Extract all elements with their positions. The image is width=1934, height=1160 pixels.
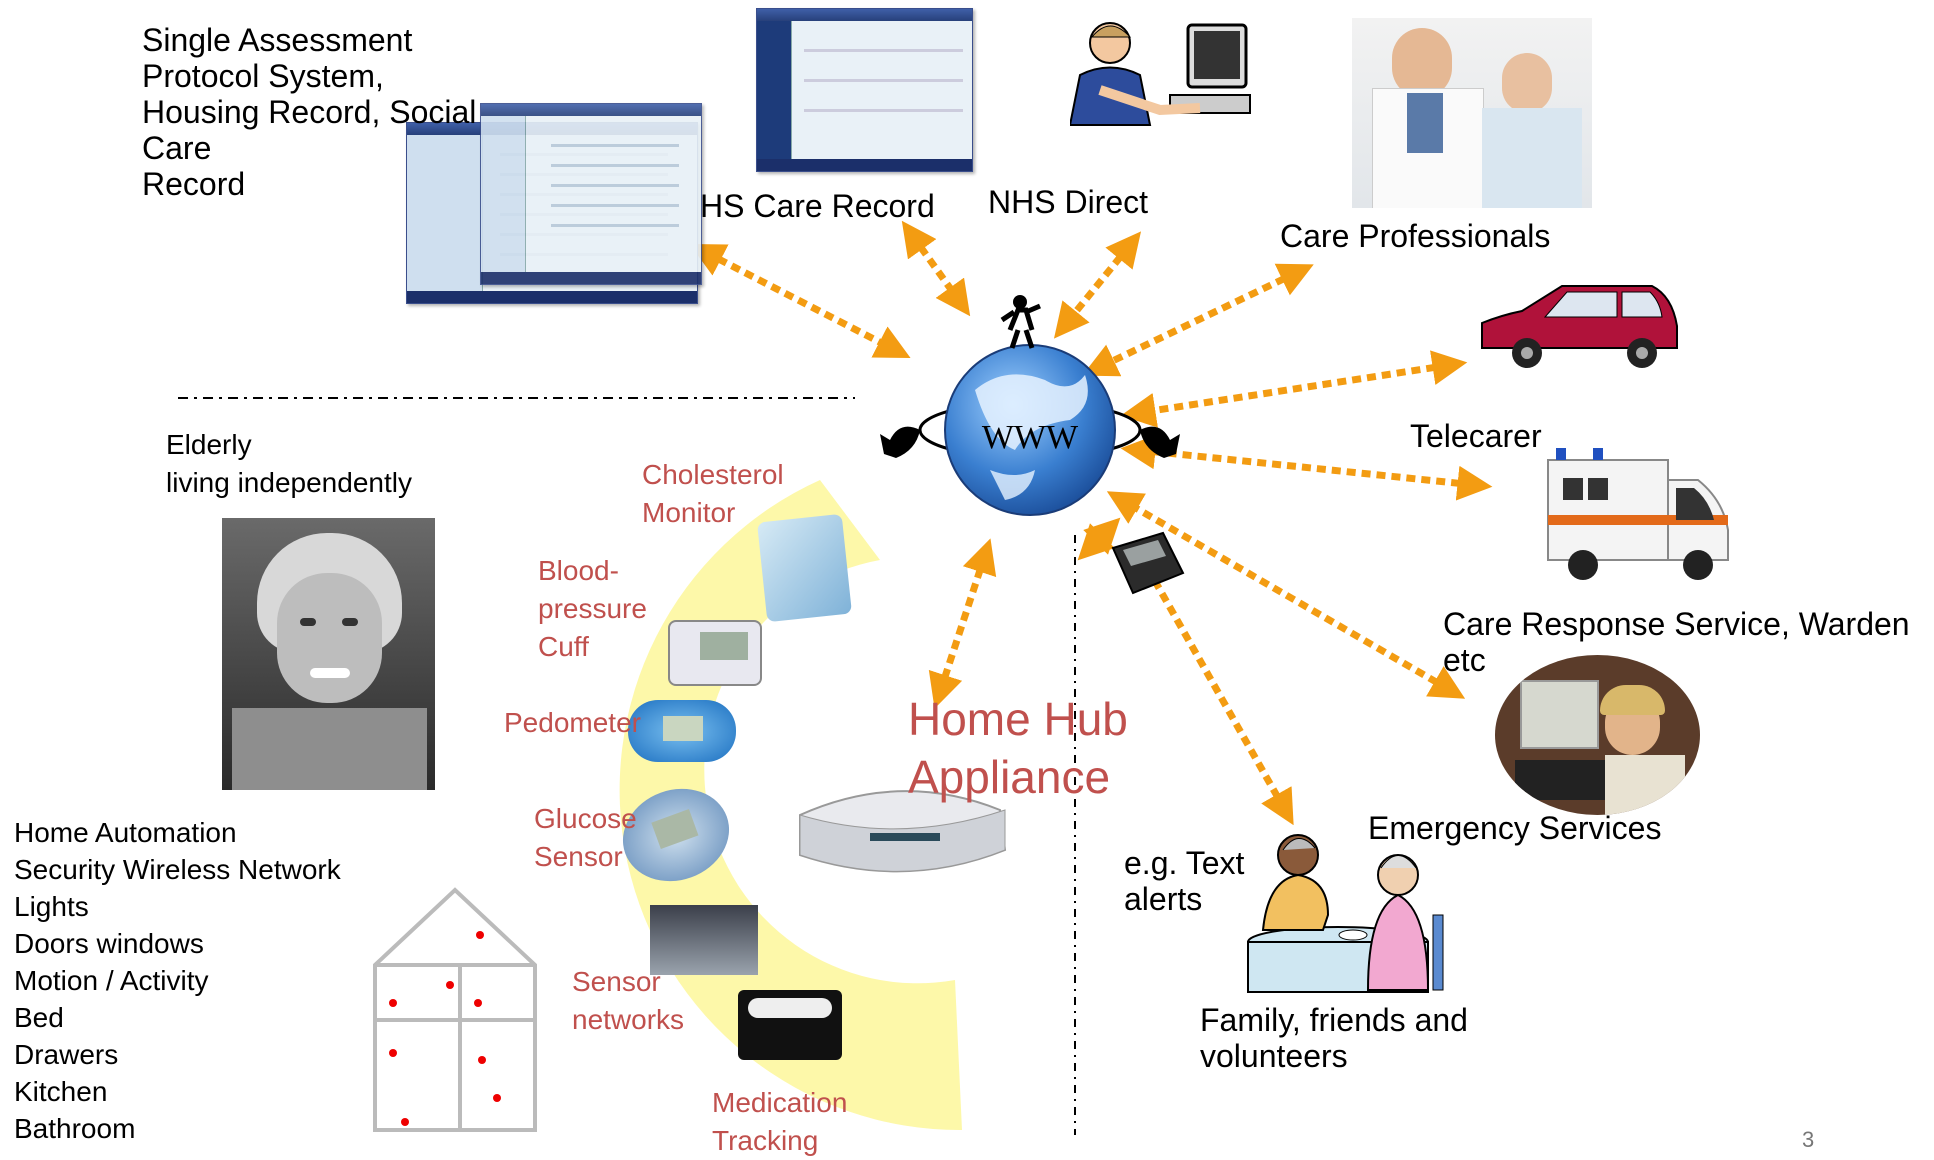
arrow-to-emergency — [1106, 491, 1466, 699]
blood-pressure-label: Blood- pressure Cuff — [538, 555, 647, 662]
nhs-direct-label: NHS Direct — [988, 184, 1149, 220]
arrow-to-family — [1134, 544, 1294, 826]
page-number: 3 — [1802, 1127, 1815, 1152]
operator-photo-icon — [1495, 655, 1700, 815]
medication-tracker-icon — [738, 990, 842, 1060]
globe-icon: WWW — [880, 295, 1180, 516]
sensor-networks-label: Sensor networks — [572, 966, 685, 1035]
elderly-woman-photo-icon — [222, 518, 435, 790]
arrow-to-professionals — [1082, 263, 1314, 377]
doctors-photo-icon — [1352, 18, 1592, 208]
svg-text:WWW: WWW — [982, 419, 1079, 456]
cholesterol-label: Cholesterol Monitor — [642, 459, 784, 528]
router-icon — [799, 790, 1007, 873]
pedometer-icon — [628, 700, 736, 762]
care-response-label: Care Response Service, Warden etc — [1443, 606, 1910, 678]
care-professionals-label: Care Professionals — [1280, 218, 1551, 254]
arrow-to-ambulance — [1120, 434, 1493, 501]
ambulance-icon — [1547, 448, 1729, 580]
text-alerts-label: e.g. Text alerts — [1124, 845, 1245, 917]
hs-care-screenshot-icon — [756, 8, 973, 172]
arrow-to-pager — [1077, 517, 1121, 561]
single-assessment-label: Single Assessment Protocol System, Housi… — [142, 22, 477, 202]
family-label: Family, friends and volunteers — [1200, 1002, 1468, 1074]
arrow-to-telecarer — [1120, 350, 1468, 428]
telecarer-label: Telecarer — [1410, 418, 1542, 454]
arrow-to-nhs-direct — [1053, 231, 1142, 339]
pager-icon — [1111, 531, 1185, 595]
elderly-label: Elderly living independently — [166, 429, 412, 498]
arrow-to-records — [689, 243, 911, 359]
family-tea-icon — [1247, 834, 1444, 993]
home-automation-list: Home Automation Security Wireless Networ… — [14, 817, 341, 1144]
house-icon — [373, 887, 537, 1132]
home-hub-label: Home Hub Appliance — [908, 693, 1128, 803]
records-screenshot-back-icon — [480, 103, 702, 285]
pedometer-label: Pedometer — [504, 707, 641, 738]
call-center-operator-icon — [1070, 22, 1251, 126]
arrow-to-hs-care — [901, 220, 971, 317]
emergency-services-label: Emergency Services — [1368, 810, 1662, 846]
hs-care-record-label: HS Care Record — [700, 188, 935, 224]
car-icon — [1481, 285, 1678, 368]
glucose-label: Glucose Sensor — [534, 803, 637, 872]
arrow-to-home-hub — [928, 538, 997, 709]
medication-label: Medication Tracking — [712, 1087, 848, 1156]
sensor-network-icon — [650, 905, 758, 975]
blood-pressure-cuff-icon — [668, 620, 762, 686]
